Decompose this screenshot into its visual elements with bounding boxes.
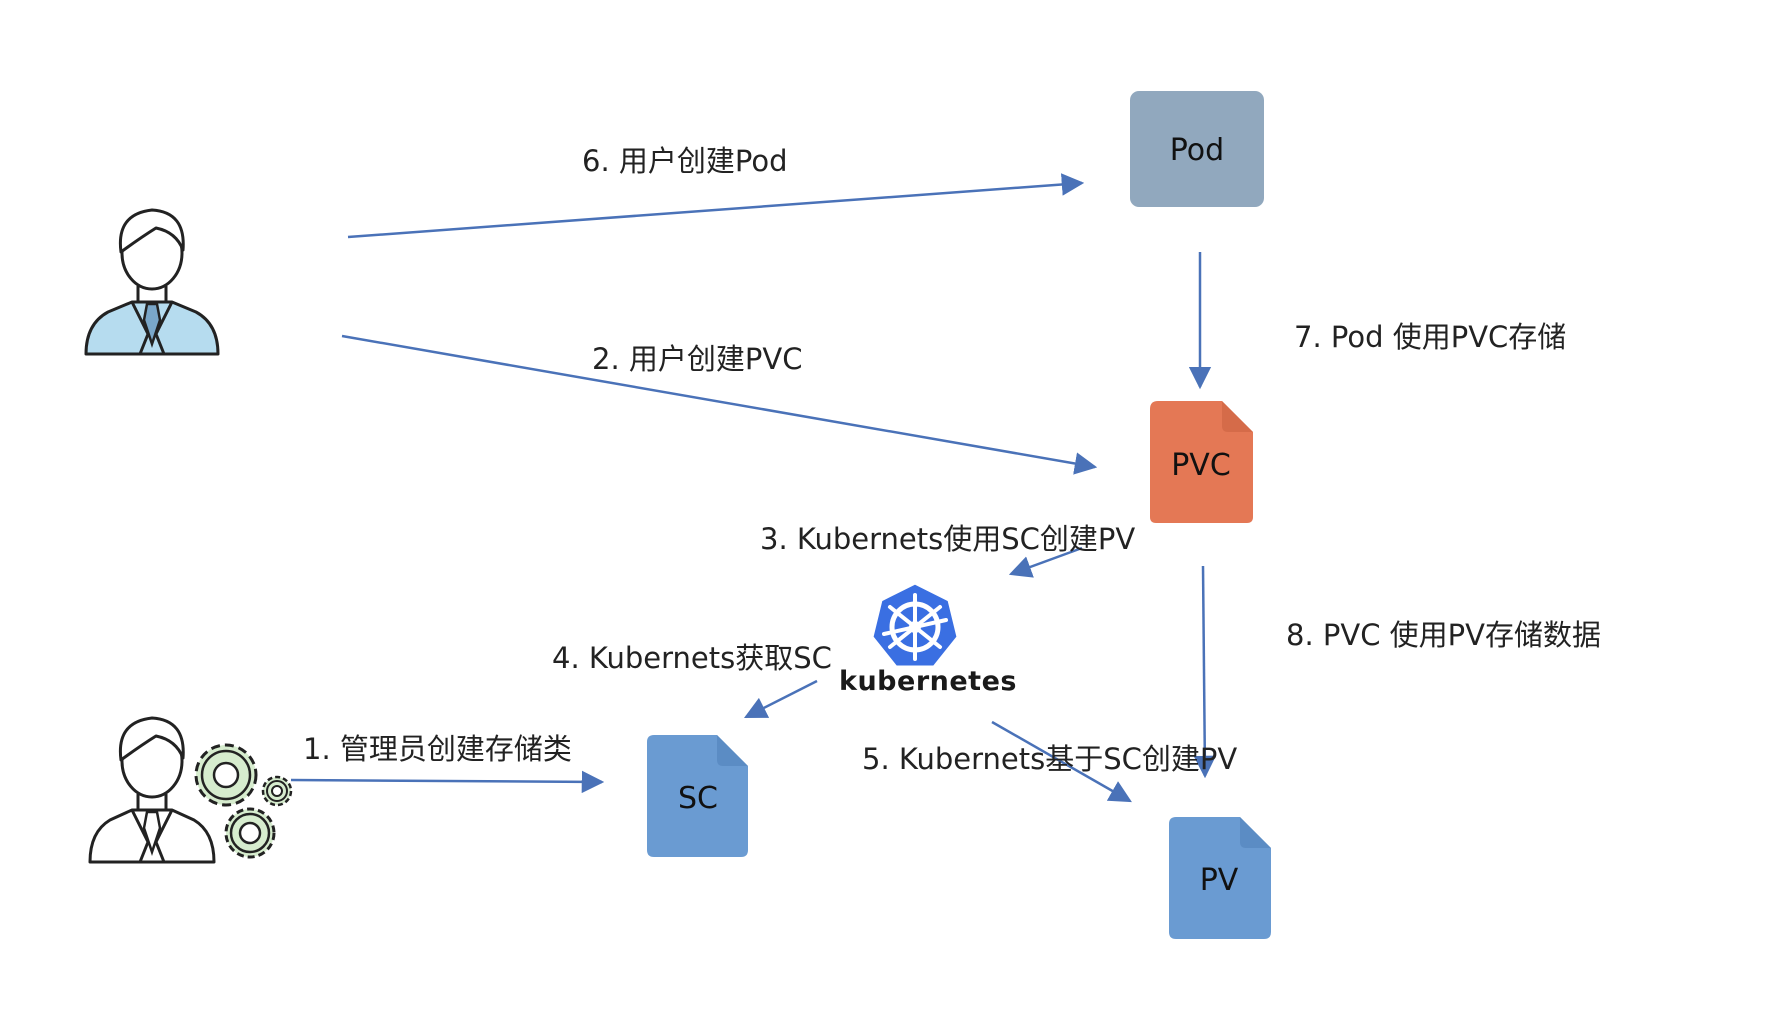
arrow-pvc-to-pv — [1193, 565, 1217, 779]
gear-icon-small — [261, 775, 293, 807]
kubernetes-wordmark: kubernetes — [839, 666, 1017, 697]
step-3-label: 3. Kubernets使用SC创建PV — [760, 522, 1136, 556]
arrow-kubernetes-to-sc — [743, 679, 818, 719]
pvc-node-label: PVC — [1171, 448, 1231, 483]
arrow-user-to-pvc — [341, 334, 1098, 475]
admin-icon — [88, 716, 216, 864]
step-6-label: 6. 用户创建Pod — [582, 144, 788, 178]
pod-node-label: Pod — [1170, 133, 1224, 168]
sc-node: SC — [647, 735, 748, 857]
step-1-label: 1. 管理员创建存储类 — [303, 732, 572, 766]
arrow-pvc-to-kubernetes — [1008, 546, 1083, 578]
pv-node: PV — [1169, 817, 1271, 939]
step-4-label: 4. Kubernets获取SC — [552, 641, 832, 675]
gear-icon-medium — [224, 807, 276, 859]
pod-node: Pod — [1130, 91, 1264, 207]
step-2-label: 2. 用户创建PVC — [592, 342, 803, 376]
user-icon — [84, 208, 220, 356]
gear-icon-large — [194, 743, 258, 807]
sc-node-label: SC — [678, 781, 718, 816]
step-5-label: 5. Kubernets基于SC创建PV — [862, 742, 1238, 776]
arrow-kubernetes-to-pv — [991, 720, 1132, 803]
arrow-user-to-pod — [347, 173, 1085, 239]
arrow-admin-to-sc — [290, 770, 605, 794]
kubernetes-logo-icon — [870, 581, 960, 669]
step-8-label: 8. PVC 使用PV存储数据 — [1286, 618, 1602, 652]
step-7-label: 7. Pod 使用PVC存储 — [1294, 320, 1567, 354]
pv-node-label: PV — [1200, 863, 1239, 898]
pvc-node: PVC — [1150, 401, 1253, 523]
